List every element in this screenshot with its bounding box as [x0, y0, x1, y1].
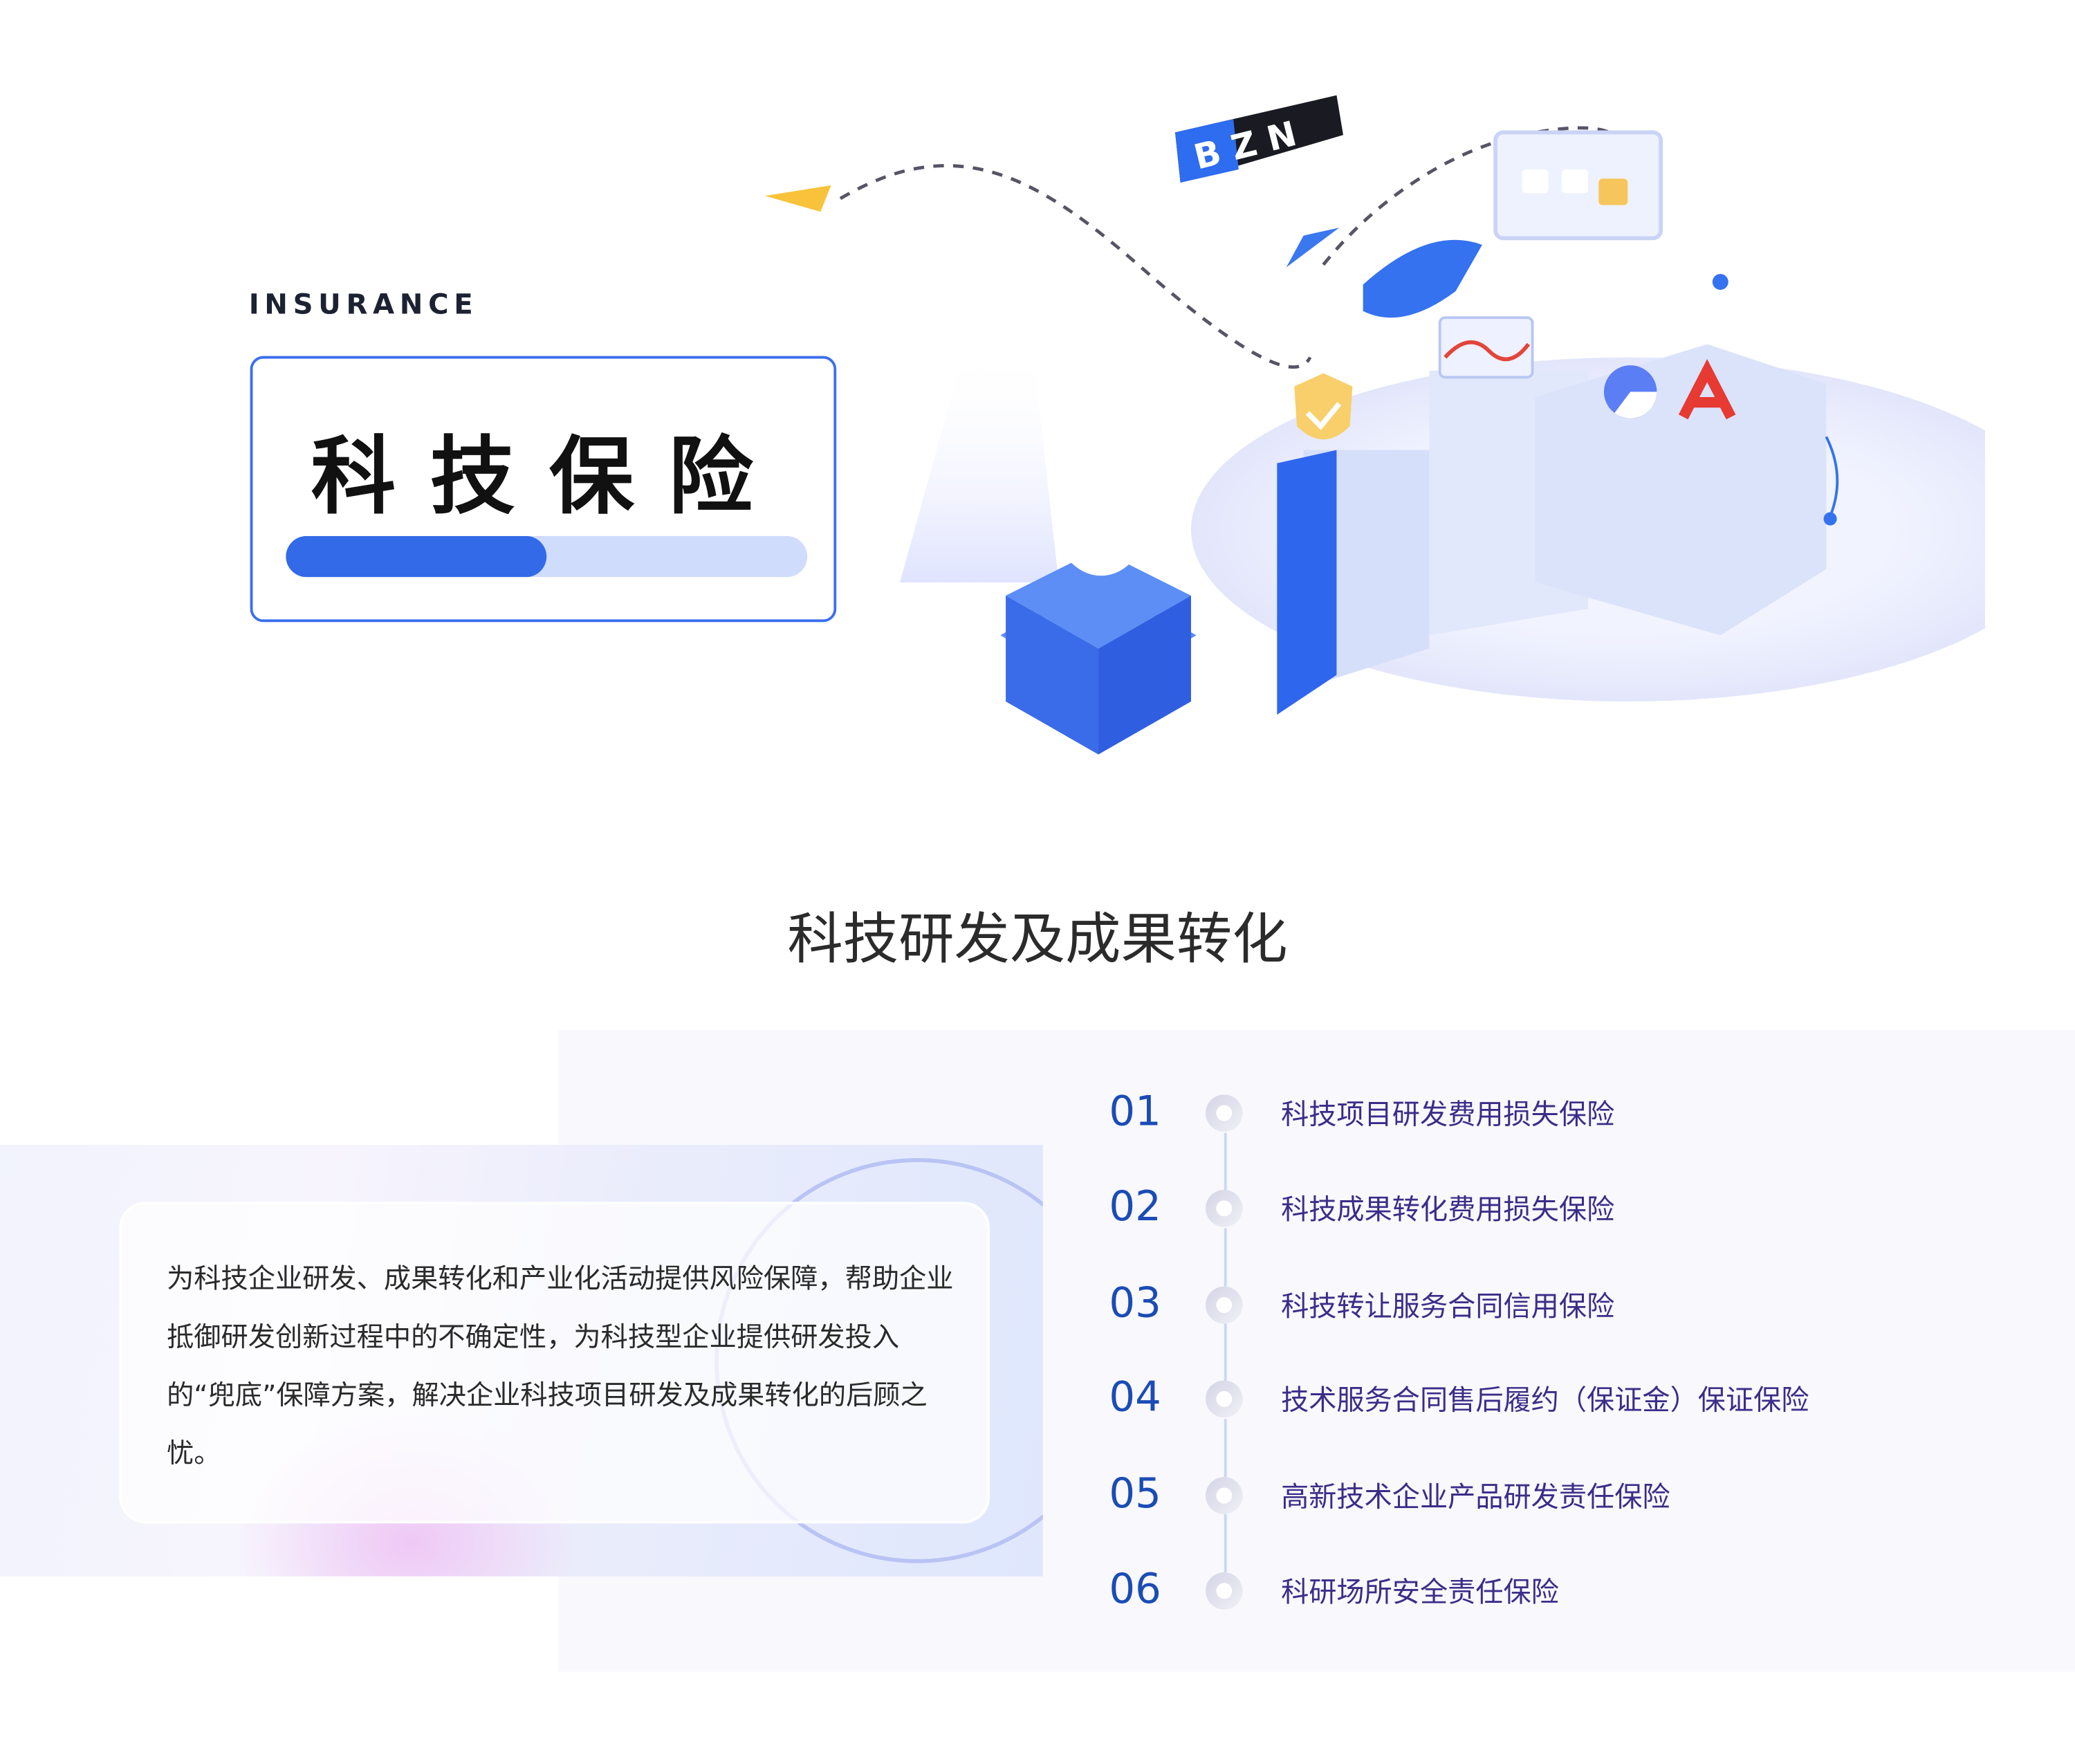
item-number: 03: [1109, 1280, 1161, 1328]
timeline-connector: [1224, 1419, 1227, 1478]
timeline-dot-icon: [1206, 1572, 1243, 1610]
timeline-dot-icon: [1206, 1094, 1243, 1132]
flight-path: [839, 164, 1312, 369]
insurance-illustration: B Z N: [764, 95, 1985, 755]
title-progress-bar: [286, 535, 808, 578]
item-number: 01: [1109, 1087, 1161, 1136]
insurance-item[interactable]: 04 技术服务合同售后履约（保证金）保证保险: [1109, 1374, 2035, 1427]
robot-mascot-icon: [1053, 457, 1149, 576]
timeline-dot-icon: [1206, 1477, 1243, 1514]
title-card: 科技保险: [250, 356, 837, 623]
item-number: 05: [1109, 1470, 1161, 1518]
timeline-connector: [1224, 1228, 1227, 1287]
paper-plane-yellow-icon: [764, 185, 831, 212]
item-label: 科研场所安全责任保险: [1281, 1576, 1559, 1608]
item-label: 科技项目研发费用损失保险: [1281, 1099, 1615, 1130]
insurance-item[interactable]: 03 科技转让服务合同信用保险: [1109, 1280, 2035, 1333]
item-label: 科技转让服务合同信用保险: [1281, 1290, 1615, 1323]
bzn-logo-block-icon: B Z N: [1175, 95, 1343, 183]
insurance-item[interactable]: 05 高新技术企业产品研发责任保险: [1109, 1471, 2035, 1524]
item-label: 高新技术企业产品研发责任保险: [1281, 1480, 1670, 1513]
timeline-connector: [1224, 1514, 1227, 1573]
page-title: 科技保险: [311, 428, 788, 527]
insurance-item[interactable]: 02 科技成果转化费用损失保险: [1109, 1183, 2035, 1236]
timeline-dot-icon: [1206, 1286, 1243, 1324]
section-heading: 科技研发及成果转化: [787, 906, 1288, 972]
timeline-connector: [1224, 1132, 1227, 1191]
timeline-connector: [1224, 1323, 1227, 1382]
timeline-dot-icon: [1206, 1380, 1243, 1418]
item-number: 06: [1109, 1565, 1161, 1614]
item-label: 科技成果转化费用损失保险: [1281, 1193, 1615, 1226]
insurance-item[interactable]: 06 科研场所安全责任保险: [1109, 1565, 2035, 1619]
item-number: 04: [1109, 1374, 1161, 1422]
description-card: 为科技企业研发、成果转化和产业化活动提供风险保障，帮助企业抵御研发创新过程中的不…: [119, 1202, 990, 1524]
eyebrow-label: INSURANCE: [248, 288, 479, 321]
shield-check-icon: [1294, 373, 1353, 440]
timeline-dot-icon: [1206, 1190, 1243, 1227]
item-label: 技术服务合同售后履约（保证金）保证保险: [1281, 1384, 1809, 1417]
insurance-item[interactable]: 01 科技项目研发费用损失保险: [1109, 1088, 2035, 1141]
progress-fill: [286, 535, 547, 578]
description-text: 为科技企业研发、成果转化和产业化活动提供风险保障，帮助企业抵御研发创新过程中的不…: [167, 1262, 954, 1469]
item-number: 02: [1109, 1183, 1161, 1231]
paper-plane-blue-icon: [1286, 228, 1340, 268]
letter-a-icon: [1678, 358, 1736, 420]
